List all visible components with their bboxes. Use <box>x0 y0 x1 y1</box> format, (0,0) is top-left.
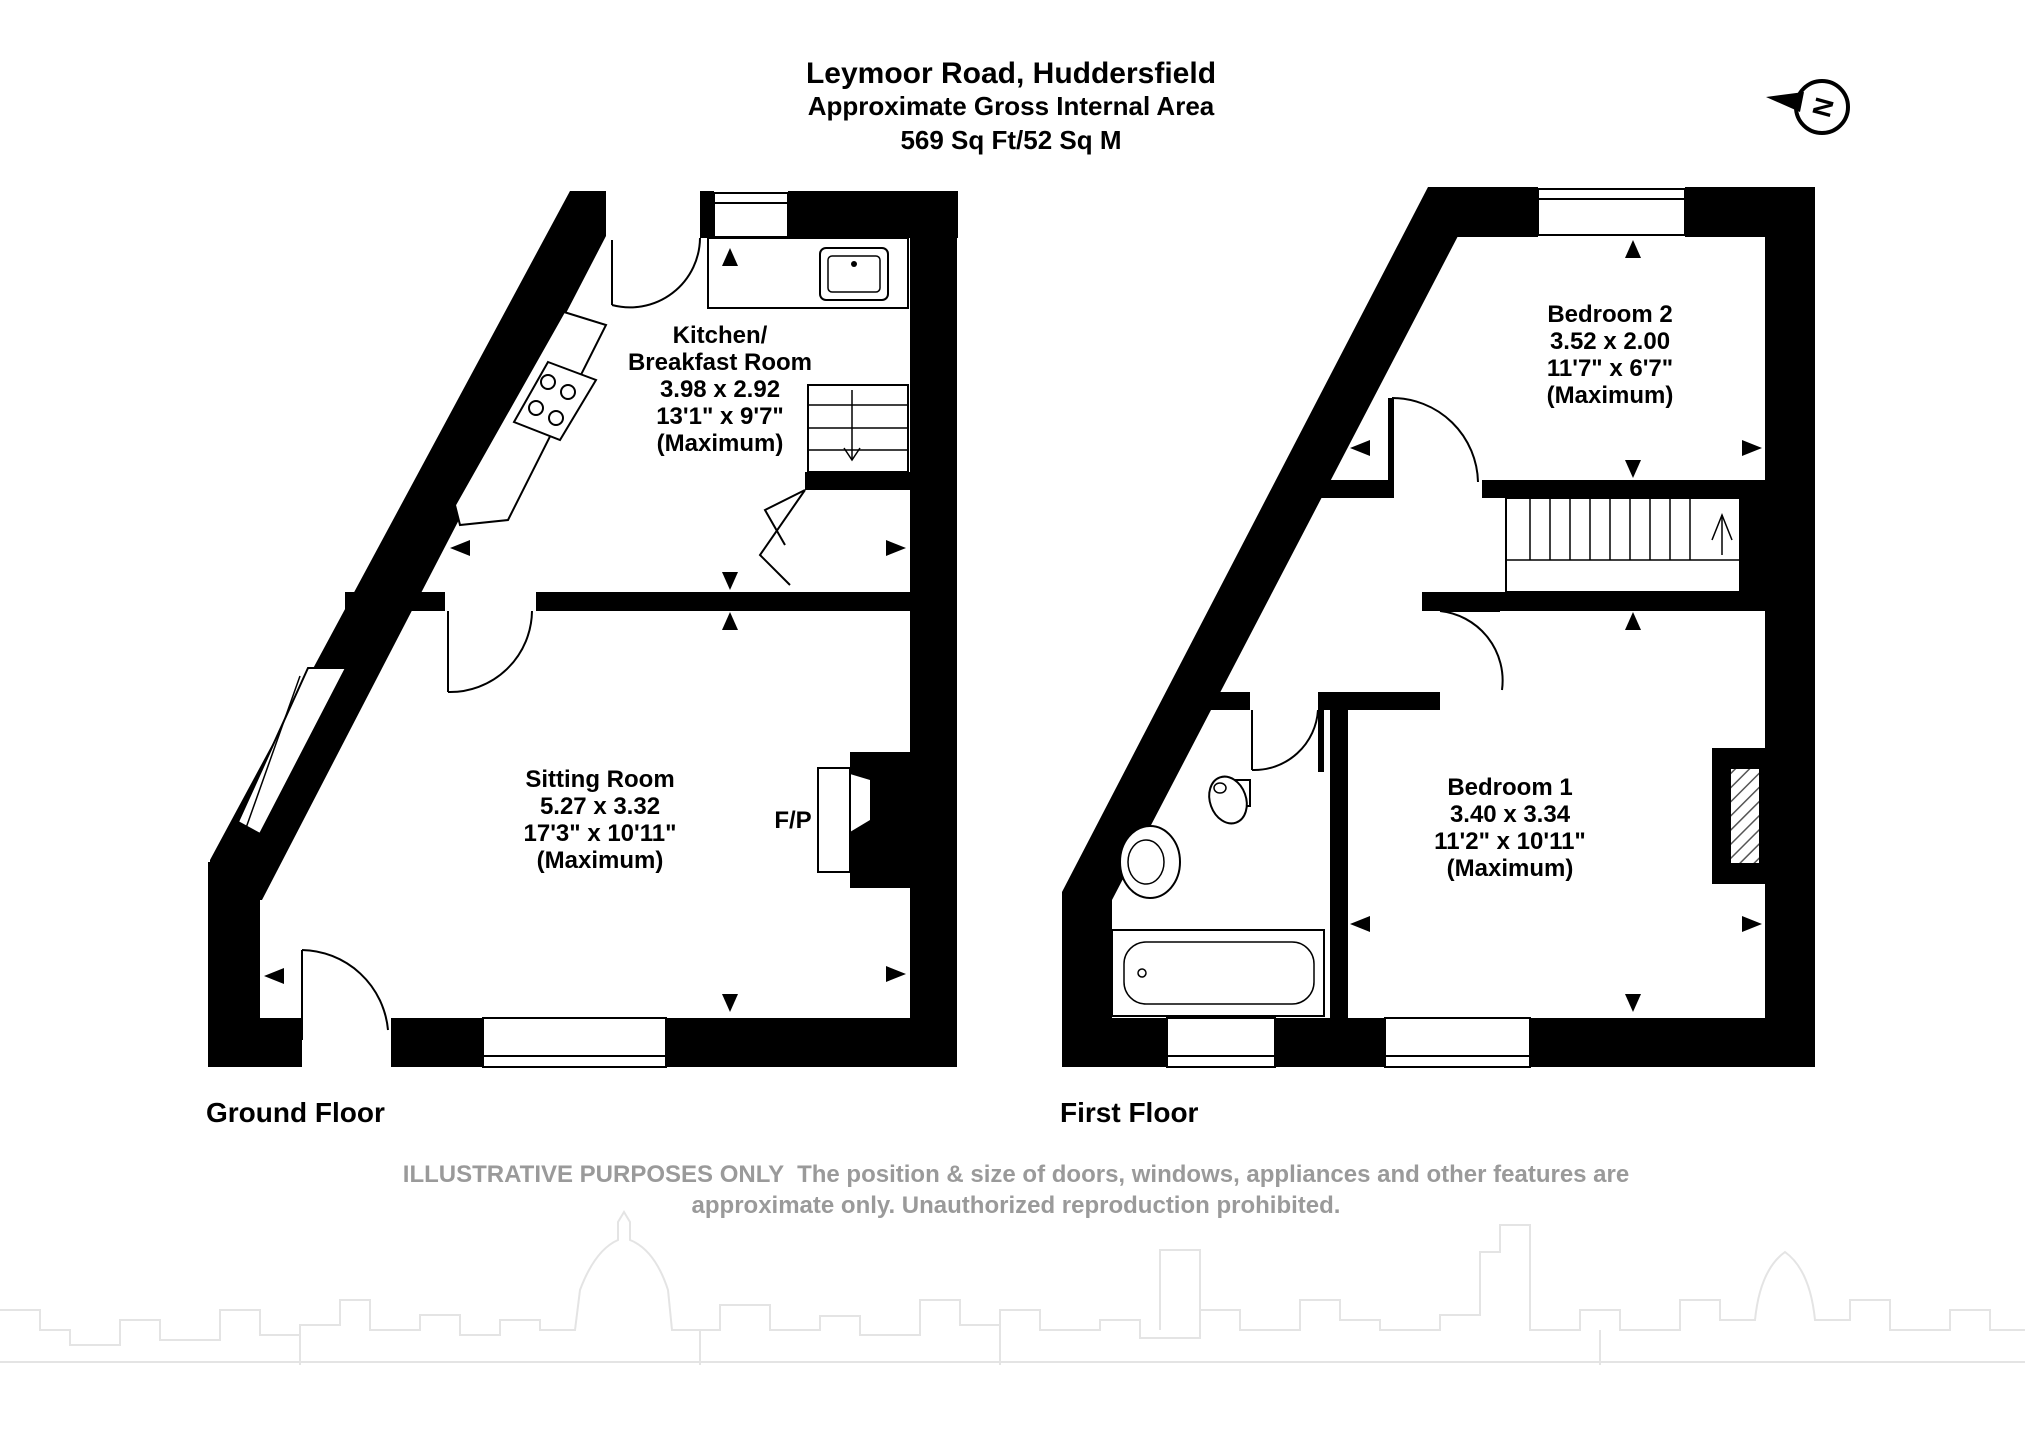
bedroom1-metric: 3.40 x 3.34 <box>1450 801 1571 828</box>
first-bottom-wall-b <box>1275 1018 1385 1067</box>
sitting-metric: 5.27 x 3.32 <box>540 793 660 820</box>
address-title: Leymoor Road, Huddersfield <box>806 57 1216 90</box>
hearth <box>817 767 851 873</box>
ground-dimension-arrows <box>264 248 906 1012</box>
disclaimer: ILLUSTRATIVE PURPOSES ONLY The position … <box>403 1161 1629 1219</box>
ground-top-wall-right <box>788 191 958 238</box>
kitchen-note: (Maximum) <box>657 430 784 457</box>
sink-icon <box>819 247 889 301</box>
fireplace-label: F/P <box>774 807 811 834</box>
bedroom2-label: Bedroom 2 3.52 x 2.00 11'7" x 6'7" (Maxi… <box>1547 301 1674 409</box>
first-bottom-wall-a <box>1062 1018 1167 1067</box>
sitting-name: Sitting Room <box>525 766 674 793</box>
first-floor-label: First Floor <box>1060 1097 1199 1128</box>
first-slanted-wall <box>1062 187 1458 900</box>
first-dimension-arrows <box>1350 240 1762 1012</box>
first-floor-stairs <box>1505 497 1741 593</box>
kitchen-imperial: 13'1" x 9'7" <box>656 403 784 430</box>
hob-icon <box>512 360 598 442</box>
ground-partition-left <box>345 592 445 611</box>
first-floor-plan: Bedroom 2 3.52 x 2.00 11'7" x 6'7" (Maxi… <box>1062 187 1815 1068</box>
toilet-icon <box>1208 775 1251 825</box>
kitchen-name-1: Kitchen/ <box>673 322 768 349</box>
ground-bottom-wall-b <box>391 1018 483 1067</box>
bedroom2-metric: 3.52 x 2.00 <box>1550 328 1670 355</box>
ground-stairs <box>807 384 909 473</box>
bathroom-window <box>1166 1017 1276 1068</box>
ground-side-window <box>236 667 348 836</box>
bedroom1-door <box>1439 610 1504 691</box>
disclaimer-line-2: approximate only. Unauthorized reproduct… <box>692 1192 1341 1219</box>
bedroom2-bottom-wall-left <box>1278 480 1388 498</box>
hob-counter <box>453 310 608 527</box>
ground-bottom-wall-c <box>666 1018 957 1067</box>
kitchen-label: Kitchen/ Breakfast Room 3.98 x 2.92 13'1… <box>628 322 812 457</box>
bedroom1-window <box>1384 1017 1531 1068</box>
first-bottom-wall-c <box>1530 1018 1815 1067</box>
compass-letter: N <box>1806 94 1840 120</box>
kitchen-back-door <box>611 237 701 309</box>
ground-top-wall-left <box>700 191 714 238</box>
ground-floor-label: Ground Floor <box>206 1097 385 1128</box>
ground-right-wall <box>910 191 957 1067</box>
stair-well-right <box>1740 498 1767 592</box>
understairs-wall <box>805 472 910 490</box>
sitting-room-label: Sitting Room 5.27 x 3.32 17'3" x 10'11" … <box>524 766 677 874</box>
bathroom-top-wall-a <box>1170 692 1250 710</box>
ground-bottom-wall-a <box>208 1018 302 1067</box>
first-top-wall-left <box>1428 187 1538 237</box>
ground-partition-right <box>536 592 956 611</box>
washbasin-icon <box>1119 825 1181 899</box>
area-value: 569 Sq Ft/52 Sq M <box>900 125 1121 155</box>
bedroom2-name: Bedroom 2 <box>1547 301 1672 328</box>
bathroom-door <box>1251 709 1319 772</box>
kitchen-metric: 3.98 x 2.92 <box>660 376 780 403</box>
bathroom-bedroom-wall <box>1330 692 1348 1018</box>
bathroom-door-jamb <box>1318 692 1324 772</box>
ground-floor-plan: Kitchen/ Breakfast Room 3.98 x 2.92 13'1… <box>208 191 958 1068</box>
bedroom1-imperial: 11'2" x 10'11" <box>1434 828 1586 855</box>
cupboard-doors <box>758 489 806 586</box>
header: Leymoor Road, Huddersfield Approximate G… <box>806 57 1216 155</box>
bedroom2-window <box>1537 188 1686 236</box>
bedroom1-fireplace-hatch <box>1729 767 1761 865</box>
skyline-watermark <box>0 1210 2025 1365</box>
first-right-wall <box>1765 187 1815 1067</box>
bedroom1-name: Bedroom 1 <box>1447 774 1572 801</box>
disclaimer-line-1: ILLUSTRATIVE PURPOSES ONLY The position … <box>403 1161 1629 1188</box>
north-compass-icon: N <box>1766 79 1850 135</box>
bathroom-top-wall-b <box>1320 692 1440 710</box>
bedroom1-note: (Maximum) <box>1447 855 1574 882</box>
bedroom2-door <box>1391 397 1479 483</box>
bedroom1-top-wall <box>1422 592 1767 611</box>
ground-front-window <box>482 1017 667 1068</box>
bedroom2-imperial: 11'7" x 6'7" <box>1547 355 1673 382</box>
bedroom2-bottom-wall-right <box>1482 480 1767 498</box>
kitchen-counter <box>707 237 909 309</box>
front-door <box>301 949 389 1040</box>
sitting-room-door <box>447 610 533 694</box>
sitting-imperial: 17'3" x 10'11" <box>524 820 677 847</box>
kitchen-name-2: Breakfast Room <box>628 349 812 376</box>
kitchen-window <box>713 192 789 238</box>
sitting-note: (Maximum) <box>537 847 664 874</box>
bedroom2-note: (Maximum) <box>1547 382 1674 409</box>
chimney-breast <box>850 752 912 888</box>
bedroom1-label: Bedroom 1 3.40 x 3.34 11'2" x 10'11" (Ma… <box>1434 774 1586 882</box>
bath-icon <box>1111 929 1325 1017</box>
area-label: Approximate Gross Internal Area <box>808 91 1215 121</box>
